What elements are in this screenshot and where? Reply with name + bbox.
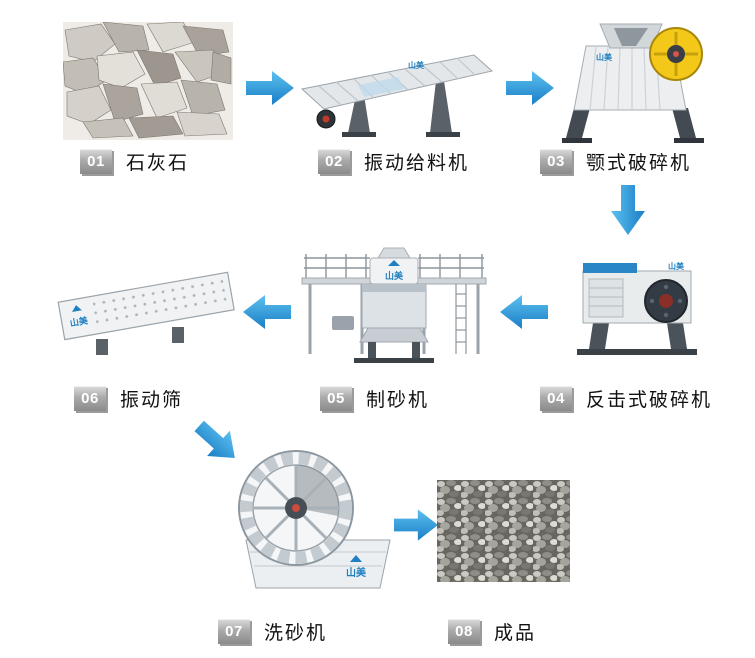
- feeder-deck-panel: [358, 77, 404, 97]
- brand-logo: 山美: [668, 261, 685, 271]
- step-number-badge: 02: [318, 149, 350, 174]
- step-name: 颚式破碎机: [586, 153, 692, 174]
- finished-product-photo: [437, 480, 570, 582]
- flywheel: [649, 27, 703, 81]
- feeder-legs: [342, 81, 460, 137]
- step-number-badge: 01: [80, 149, 112, 174]
- step-name: 成品: [494, 623, 537, 644]
- step-label-01: 01 石灰石: [80, 148, 189, 175]
- feeder-drive-wheel: [316, 109, 336, 129]
- step-name: 洗砂机: [264, 623, 328, 644]
- step-label-03: 03 颚式破碎机: [540, 148, 691, 175]
- step-number-badge: 07: [218, 619, 250, 644]
- step-number-badge: 08: [448, 619, 480, 644]
- brand-logo: 山美: [385, 270, 404, 281]
- jaw-crusher-illustration: 山美: [562, 23, 704, 143]
- limestone-photo: [63, 22, 233, 140]
- flow-arrow-right-3: [394, 509, 438, 541]
- top-beam: [583, 263, 637, 273]
- feed-cone: [377, 247, 411, 259]
- motor: [332, 316, 354, 330]
- impact-crusher-illustration: 山美: [577, 261, 697, 355]
- vibrating-feeder-illustration: 山美: [300, 54, 494, 137]
- flow-arrow-left-2: [243, 295, 291, 329]
- screen-mounts: [96, 327, 184, 355]
- step-number-badge: 06: [74, 386, 106, 411]
- flow-arrow-right-1: [246, 71, 294, 105]
- step-number-badge: 04: [540, 386, 572, 411]
- guard-rails: [304, 254, 484, 278]
- step-name: 振动筛: [120, 390, 184, 411]
- step-label-08: 08 成品: [448, 618, 536, 645]
- brand-mark-icon: [72, 305, 82, 312]
- wheel-shadow: [296, 465, 339, 516]
- flow-arrow-down: [611, 185, 645, 235]
- brand-logo: 山美: [69, 314, 90, 328]
- sand-washer-illustration: 山美: [238, 450, 391, 589]
- step-name: 制砂机: [366, 390, 430, 411]
- bucket-wheel: [238, 450, 354, 566]
- step-label-07: 07 洗砂机: [218, 618, 327, 645]
- brand-logo: 山美: [408, 60, 425, 70]
- brand-logo: 山美: [596, 52, 613, 62]
- step-number-badge: 05: [320, 386, 352, 411]
- step-label-04: 04 反击式破碎机: [540, 385, 712, 412]
- step-name: 石灰石: [126, 153, 190, 174]
- body-band: [362, 284, 426, 292]
- screen-deck: 山美: [57, 271, 235, 341]
- sand-making-machine-illustration: 山美: [301, 247, 487, 363]
- brand-logo: 山美: [346, 566, 367, 579]
- step-label-02: 02 振动给料机: [318, 148, 469, 175]
- jaw-opening: [614, 28, 648, 46]
- rotor-wheel: [644, 279, 688, 323]
- flow-arrow-right-2: [506, 71, 554, 105]
- inspection-door: [588, 278, 624, 318]
- flow-arrow-left-1: [500, 295, 548, 329]
- crusher-legs: [562, 108, 704, 143]
- machine-legs: [354, 342, 434, 363]
- gravel-texture: [437, 480, 570, 582]
- vibrating-screen-illustration: 山美: [57, 271, 235, 355]
- step-label-05: 05 制砂机: [320, 385, 429, 412]
- rock-pile: [63, 22, 232, 139]
- brand-mark-icon: [388, 260, 400, 266]
- ladder: [455, 284, 467, 354]
- flow-arrow-down-right: [185, 410, 249, 473]
- crusher-legs: [577, 323, 697, 355]
- step-name: 振动给料机: [364, 153, 470, 174]
- brand-mark-icon: [350, 555, 362, 562]
- step-label-06: 06 振动筛: [74, 385, 183, 412]
- step-number-badge: 03: [540, 149, 572, 174]
- step-name: 反击式破碎机: [586, 390, 713, 411]
- discharge-cone: [359, 327, 429, 343]
